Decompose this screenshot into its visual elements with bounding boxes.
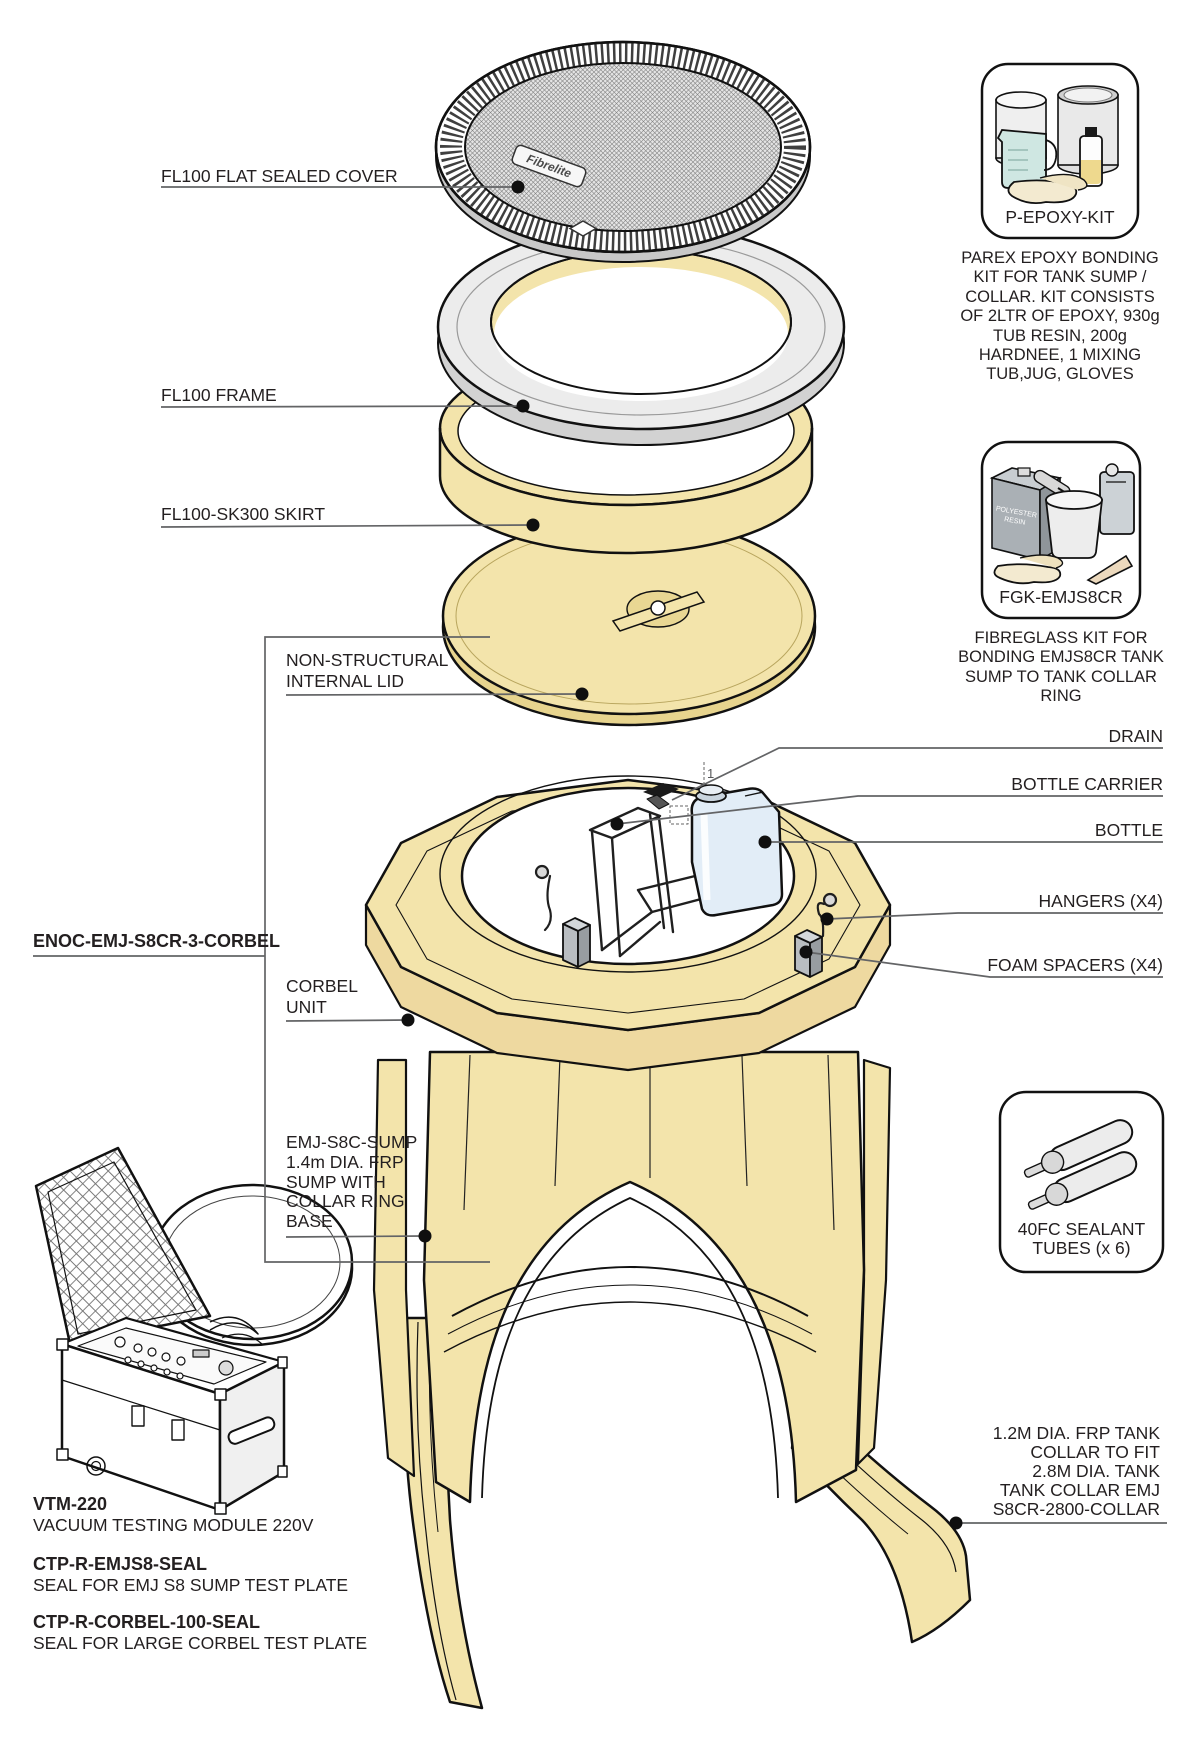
label-assembly-code: ENOC-EMJ-S8CR-3-CORBEL bbox=[33, 931, 281, 951]
sump-body bbox=[372, 1050, 892, 1504]
cover-badge-icon bbox=[568, 220, 598, 237]
vtm-handle bbox=[227, 1416, 276, 1445]
tank-collar bbox=[402, 1316, 972, 1710]
epoxy-kit-box bbox=[980, 62, 1140, 240]
epoxy-kit-illustration bbox=[995, 85, 1119, 205]
drain-item-number: 1 bbox=[707, 766, 714, 781]
sealant-kit-caption: 40FC SEALANT TUBES (x 6) bbox=[1017, 1219, 1146, 1258]
label-bottle: BOTTLE bbox=[1094, 820, 1163, 840]
frame-ring bbox=[436, 223, 846, 446]
sealant-tubes-illustration bbox=[1023, 1119, 1138, 1210]
leader-dots bbox=[401, 180, 963, 1530]
bottle-can bbox=[690, 784, 784, 917]
label-tank-collar: 1.2M DIA. FRP TANK COLLAR TO FIT 2.8M DI… bbox=[992, 1423, 1160, 1519]
label-hangers: HANGERS (X4) bbox=[1038, 891, 1163, 911]
vtm-knobs bbox=[114, 1336, 234, 1380]
label-ctp2-desc: SEAL FOR LARGE CORBEL TEST PLATE bbox=[33, 1633, 368, 1653]
label-skirt: FL100-SK300 SKIRT bbox=[161, 504, 326, 524]
lid-handle bbox=[611, 590, 706, 632]
sealed-cover: Fibrelite bbox=[434, 40, 812, 263]
label-corbel-unit: CORBEL UNIT bbox=[286, 976, 358, 1017]
epoxy-kit-code: P-EPOXY-KIT bbox=[1005, 207, 1115, 227]
label-internal-lid: NON-STRUCTURAL INTERNAL LID bbox=[286, 650, 449, 691]
label-sump: EMJ-S8C-SUMP 1.4m DIA. FRP SUMP WITH COL… bbox=[286, 1132, 418, 1232]
internal-lid bbox=[441, 516, 817, 727]
label-foam-spacers: FOAM SPACERS (X4) bbox=[987, 955, 1163, 975]
fibreglass-kit-box: POLYESTER RESIN bbox=[980, 440, 1142, 620]
sealant-kit-box bbox=[998, 1090, 1165, 1274]
label-ctp2-code: CTP-R-CORBEL-100-SEAL bbox=[33, 1612, 261, 1632]
label-vtm-desc: VACUUM TESTING MODULE 220V bbox=[33, 1515, 314, 1535]
vtm-case bbox=[34, 1146, 288, 1515]
label-vtm-code: VTM-220 bbox=[33, 1494, 108, 1514]
corbel-unit bbox=[364, 762, 892, 1072]
fibreglass-kit-illustration: POLYESTER RESIN bbox=[989, 463, 1135, 585]
label-drain: DRAIN bbox=[1108, 726, 1163, 746]
label-ctp1-code: CTP-R-EMJS8-SEAL bbox=[33, 1554, 208, 1574]
hangers bbox=[534, 864, 838, 938]
label-frame: FL100 FRAME bbox=[161, 385, 277, 405]
label-bottle-carrier: BOTTLE CARRIER bbox=[1011, 774, 1163, 794]
fibreglass-kit-code: FGK-EMJS8CR bbox=[999, 587, 1123, 607]
resin-can-label-2: RESIN bbox=[1004, 516, 1026, 527]
leader-lines bbox=[33, 186, 1167, 1524]
fibreglass-kit-desc: FIBREGLASS KIT FOR BONDING EMJS8CR TANK … bbox=[958, 629, 1164, 706]
epoxy-kit-desc: PAREX EPOXY BONDING KIT FOR TANK SUMP / … bbox=[960, 249, 1160, 384]
label-ctp1-desc: SEAL FOR EMJ S8 SUMP TEST PLATE bbox=[33, 1575, 349, 1595]
label-cover: FL100 FLAT SEALED COVER bbox=[161, 166, 398, 186]
vtm-corner-caps bbox=[56, 1338, 288, 1515]
